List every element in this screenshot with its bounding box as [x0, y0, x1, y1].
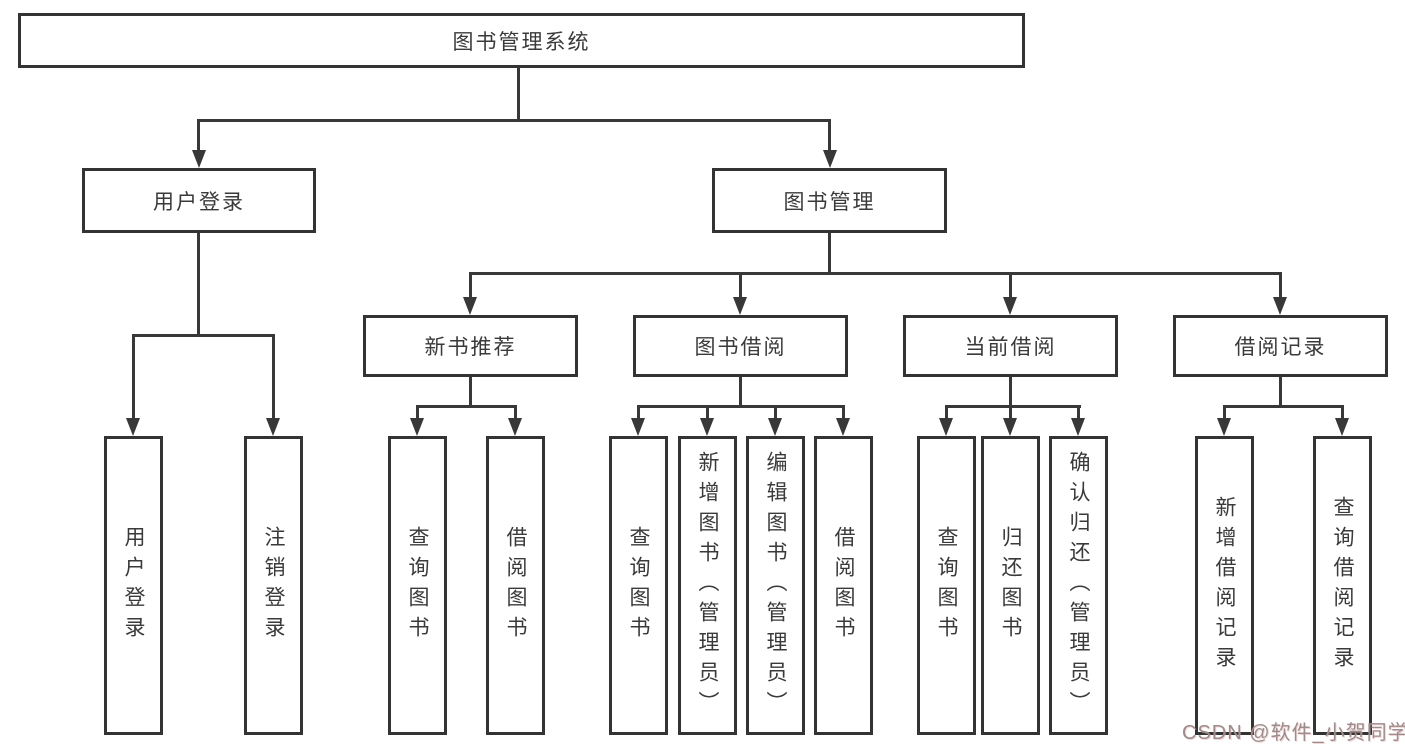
- connector-arrowhead: [631, 418, 645, 436]
- connector-new-book-split: [416, 405, 517, 408]
- node-label: 注销登录: [262, 525, 286, 646]
- connector-arrowhead: [768, 418, 782, 436]
- connector-leaf-drop: [1341, 405, 1344, 420]
- leaf-bb-borrow-books: 借阅图书: [814, 436, 873, 735]
- connector-arrowhead: [733, 297, 747, 315]
- node-label: 用户登录: [153, 190, 245, 214]
- leaf-user-login: 用户登录: [104, 436, 163, 735]
- connector-to-user-login: [197, 119, 200, 152]
- node-label: 新增借阅记录: [1213, 495, 1237, 676]
- node-new-book-recommend: 新书推荐: [363, 315, 578, 377]
- node-label: 查询借阅记录: [1331, 495, 1355, 676]
- connector-new-book-stem: [469, 377, 472, 408]
- connector-arrowhead: [1335, 418, 1349, 436]
- csdn-watermark: CSDN @软件_小贺同学: [1182, 722, 1405, 744]
- connector-current-borrow-stem: [1009, 377, 1012, 408]
- connector-to-book-management: [828, 119, 831, 152]
- node-borrow-records: 借阅记录: [1173, 315, 1388, 377]
- connector-user-login-split: [132, 334, 275, 337]
- connector-user-login-stem: [197, 233, 200, 336]
- connector-leaf-drop: [514, 405, 517, 420]
- node-label: 确认归还（管理员）: [1067, 450, 1091, 721]
- connector-leaf-drop: [1223, 405, 1226, 420]
- node-label: 新书推荐: [424, 336, 517, 359]
- node-label: 查询图书: [935, 525, 959, 646]
- connector-arrowhead: [463, 297, 477, 315]
- connector-book-borrow-stem: [739, 377, 742, 408]
- node-label: 用户登录: [122, 525, 146, 646]
- connector-root-split: [197, 119, 831, 122]
- node-book-management: 图书管理: [712, 168, 947, 233]
- connector-to-leaf-user-login: [132, 334, 135, 420]
- leaf-cb-confirm-return-admin: 确认归还（管理员）: [1049, 436, 1108, 735]
- node-label: 编辑图书（管理员）: [764, 450, 788, 721]
- node-label: 借阅记录: [1234, 336, 1327, 359]
- connector-leaf-drop: [1077, 405, 1080, 420]
- leaf-bb-add-books-admin: 新增图书（管理员）: [678, 436, 737, 735]
- node-user-login: 用户登录: [82, 168, 316, 233]
- connector-arrowhead: [823, 150, 837, 168]
- leaf-nb-borrow-books: 借阅图书: [486, 436, 545, 735]
- connector-borrow-records-split: [1223, 405, 1344, 408]
- leaf-logout: 注销登录: [244, 436, 303, 735]
- leaf-br-add-record: 新增借阅记录: [1195, 436, 1254, 735]
- connector-arrowhead: [700, 418, 714, 436]
- connector-book-borrow-split: [637, 405, 845, 408]
- connector-arrowhead: [266, 418, 280, 436]
- node-label: 图书借阅: [694, 336, 787, 359]
- connector-to-current-borrow: [1009, 272, 1012, 299]
- connector-arrowhead: [508, 418, 522, 436]
- node-label: 新增图书（管理员）: [696, 450, 720, 721]
- node-label: 查询图书: [406, 525, 430, 646]
- connector-borrow-records-stem: [1279, 377, 1282, 408]
- connector-arrowhead: [1217, 418, 1231, 436]
- connector-leaf-drop: [1009, 405, 1012, 420]
- connector-arrowhead: [192, 150, 206, 168]
- connector-to-leaf-logout: [272, 334, 275, 420]
- connector-to-new-book: [469, 272, 472, 299]
- leaf-cb-query-books: 查询图书: [917, 436, 976, 735]
- connector-arrowhead: [1273, 297, 1287, 315]
- connector-arrowhead: [1003, 297, 1017, 315]
- node-label: 借阅图书: [504, 525, 528, 646]
- node-label: 查询图书: [627, 525, 651, 646]
- connector-leaf-drop: [706, 405, 709, 420]
- connector-arrowhead: [410, 418, 424, 436]
- leaf-bb-edit-books-admin: 编辑图书（管理员）: [746, 436, 805, 735]
- node-label: 图书管理: [783, 190, 876, 214]
- connector-leaf-drop: [416, 405, 419, 420]
- connector-arrowhead: [836, 418, 850, 436]
- connector-arrowhead: [1003, 418, 1017, 436]
- connector-current-borrow-split: [945, 405, 1081, 408]
- leaf-cb-return-books: 归还图书: [981, 436, 1040, 735]
- node-label: 归还图书: [999, 525, 1023, 646]
- leaf-bb-query-books: 查询图书: [609, 436, 668, 735]
- node-label: 图书管理系统: [452, 30, 591, 54]
- connector-leaf-drop: [774, 405, 777, 420]
- node-book-borrowing: 图书借阅: [633, 315, 848, 377]
- connector-leaf-drop: [842, 405, 845, 420]
- connector-book-management-stem: [828, 233, 831, 275]
- connector-root-stem: [517, 68, 520, 121]
- leaf-nb-query-books: 查询图书: [388, 436, 447, 735]
- connector-book-management-split: [469, 272, 1282, 275]
- connector-leaf-drop: [945, 405, 948, 420]
- node-root: 图书管理系统: [18, 13, 1025, 68]
- connector-arrowhead: [1071, 418, 1085, 436]
- connector-to-borrow-records: [1279, 272, 1282, 299]
- node-label: 当前借阅: [964, 336, 1057, 359]
- node-label: 借阅图书: [832, 525, 856, 646]
- node-current-borrowing: 当前借阅: [903, 315, 1118, 377]
- connector-arrowhead: [126, 418, 140, 436]
- leaf-br-query-record: 查询借阅记录: [1313, 436, 1372, 735]
- connector-leaf-drop: [637, 405, 640, 420]
- connector-to-book-borrow: [739, 272, 742, 299]
- connector-arrowhead: [939, 418, 953, 436]
